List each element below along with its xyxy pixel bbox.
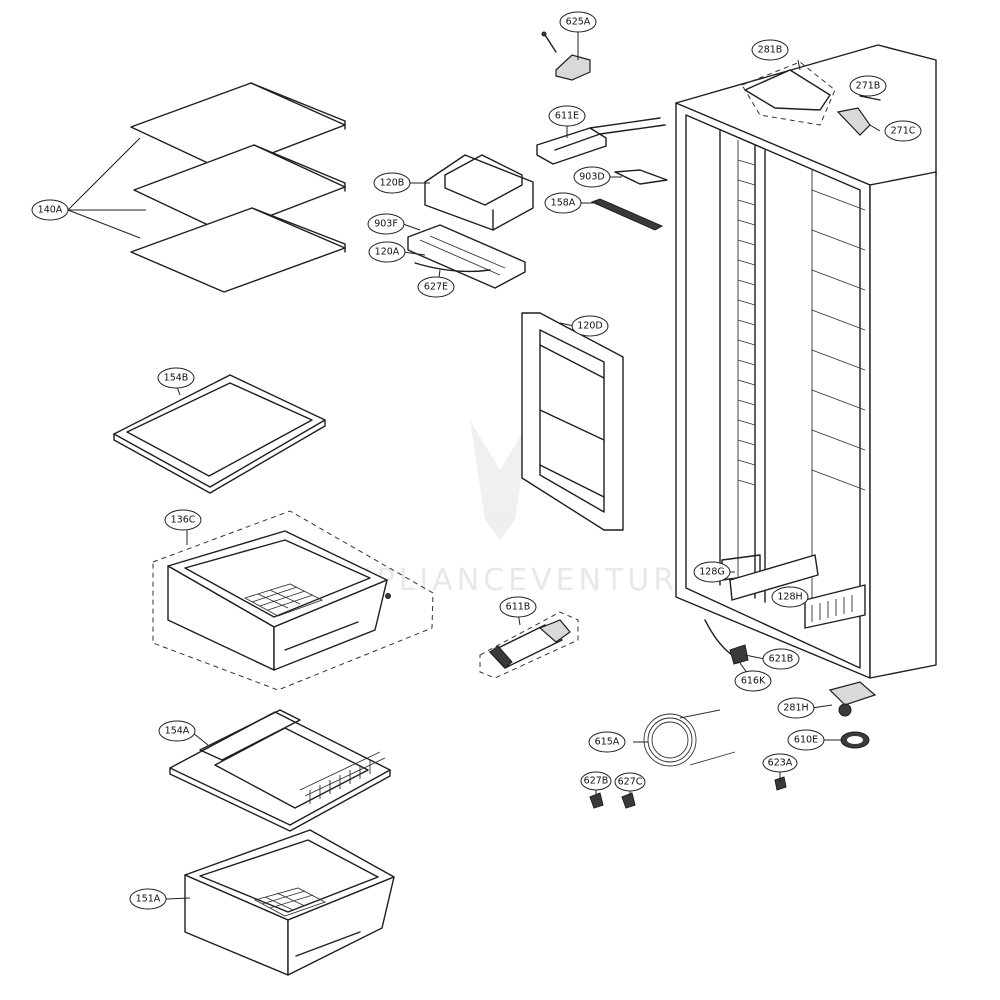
svg-text:281H: 281H (783, 703, 808, 714)
callout-610E: 610E (787, 729, 825, 751)
svg-text:128G: 128G (699, 567, 725, 578)
callout-271C: 271C (884, 120, 922, 142)
svg-text:625A: 625A (566, 17, 591, 28)
callout-627E: 627E (417, 276, 455, 298)
svg-text:120D: 120D (577, 321, 602, 332)
svg-text:611B: 611B (506, 602, 531, 613)
svg-text:281B: 281B (758, 45, 783, 56)
glass-shelves (130, 82, 346, 293)
svg-text:271B: 271B (856, 81, 881, 92)
cabinet-shelf-ribs (737, 159, 866, 491)
watermark-text: APPLIANCEVENTURES (330, 563, 724, 598)
callout-136C: 136C (164, 509, 202, 531)
callout-154A: 154A (158, 720, 196, 742)
callout-158A: 158A (544, 192, 582, 214)
svg-text:627B: 627B (584, 776, 609, 787)
water-tubing-coil (643, 709, 736, 767)
callout-903D: 903D (573, 166, 611, 188)
svg-text:621B: 621B (769, 654, 794, 665)
svg-text:154A: 154A (165, 726, 190, 737)
callout-140A: 140A (31, 199, 69, 221)
svg-text:615A: 615A (595, 737, 620, 748)
callout-281H: 281H (777, 697, 815, 719)
svg-text:120B: 120B (380, 178, 405, 189)
svg-text:903F: 903F (374, 219, 398, 230)
svg-text:627E: 627E (424, 282, 448, 293)
callout-154B: 154B (157, 367, 195, 389)
shelf-bottom (130, 207, 346, 293)
svg-text:154B: 154B (164, 373, 189, 384)
bottom-bin (184, 829, 395, 976)
callout-128H: 128H (771, 586, 809, 608)
callout-611B: 611B (499, 596, 537, 618)
svg-text:140A: 140A (38, 205, 63, 216)
callout-625A: 625A (559, 11, 597, 33)
callout-281B: 281B (751, 39, 789, 61)
svg-text:128H: 128H (777, 592, 802, 603)
svg-text:623A: 623A (768, 758, 793, 769)
svg-text:611E: 611E (555, 111, 579, 122)
refrigerator-cabinet (675, 44, 937, 679)
callout-627C: 627C (614, 772, 646, 792)
callout-271B: 271B (849, 75, 887, 97)
svg-text:627C: 627C (618, 777, 643, 788)
part-callouts: 625A 281B 271B 271C 611E 120B 903D 158A … (31, 11, 922, 910)
svg-text:610E: 610E (794, 735, 818, 746)
svg-text:136C: 136C (171, 515, 196, 526)
callout-120D: 120D (571, 315, 609, 337)
crisper-bin-assembly (152, 510, 434, 691)
callout-621B: 621B (762, 648, 800, 670)
svg-text:120A: 120A (375, 247, 400, 258)
callout-128G: 128G (693, 561, 731, 583)
svg-text:271C: 271C (891, 126, 916, 137)
door-panel (521, 312, 624, 531)
callout-151A: 151A (129, 888, 167, 910)
drawer-rail-tray (169, 709, 391, 832)
callout-903F: 903F (367, 213, 405, 235)
callout-120B: 120B (373, 172, 411, 194)
svg-text:903D: 903D (579, 172, 604, 183)
callout-120A: 120A (368, 241, 406, 263)
water-system (479, 611, 877, 809)
crisper-cover (113, 374, 326, 494)
callout-627B: 627B (580, 771, 612, 791)
svg-text:151A: 151A (136, 894, 161, 905)
svg-text:616K: 616K (741, 676, 766, 687)
callout-615A: 615A (588, 731, 626, 753)
callout-616K: 616K (734, 670, 772, 692)
top-components (407, 31, 668, 289)
watermark: APPLIANCEVENTURES (330, 420, 724, 598)
callout-611E: 611E (548, 105, 586, 127)
svg-text:158A: 158A (551, 198, 576, 209)
callout-623A: 623A (762, 753, 798, 773)
